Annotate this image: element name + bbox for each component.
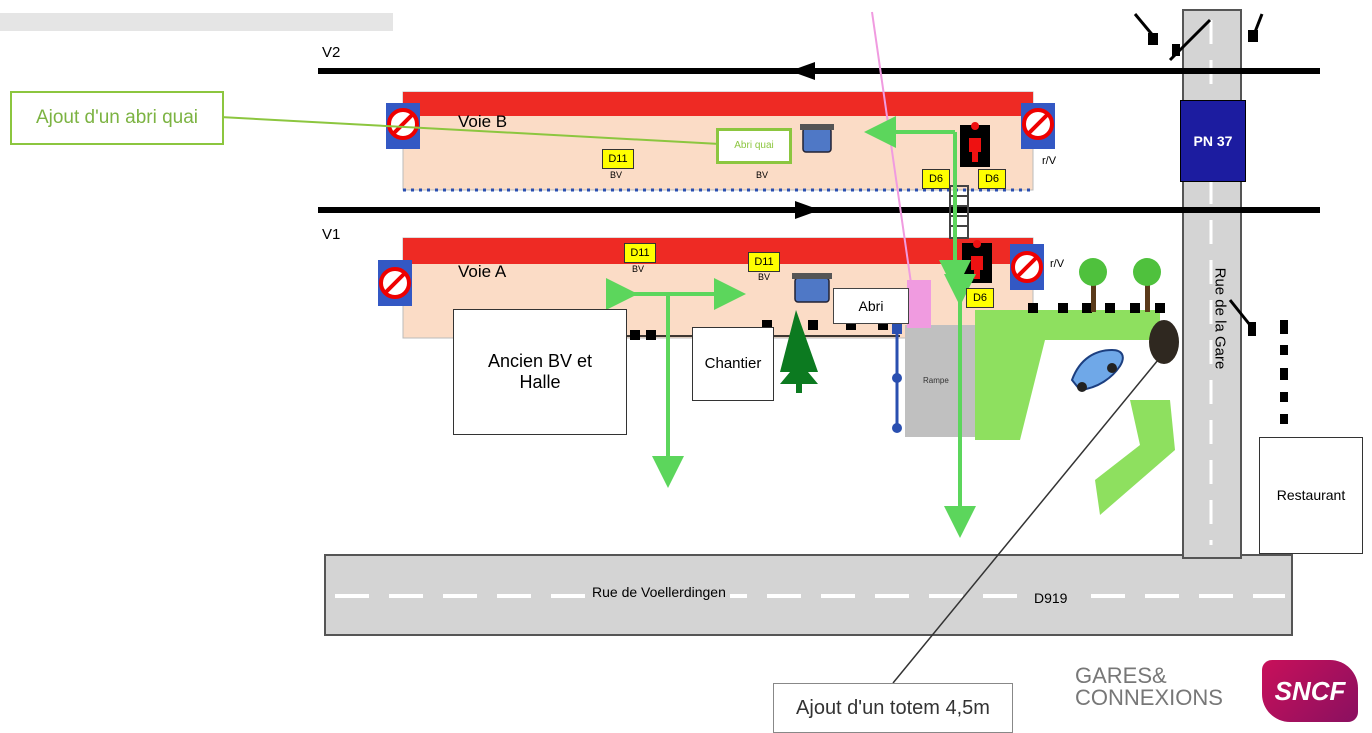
gares-logo-line2: CONNEXIONS <box>1075 685 1223 710</box>
tree-icon-2 <box>1079 258 1107 312</box>
ancien-bv-box: Ancien BV et Halle <box>453 309 627 435</box>
label-voie-a: Voie A <box>458 262 507 281</box>
chantier-box: Chantier <box>692 327 774 401</box>
sncf-logo-text: SNCF <box>1274 675 1346 706</box>
label-rv-a: r/V <box>1050 258 1065 270</box>
barrier-top <box>1133 13 1264 62</box>
kiosk-b <box>800 124 834 153</box>
sign-bv-b1: BV <box>610 170 623 180</box>
label-d919: D919 <box>1030 590 1072 606</box>
sign-bv-a2: BV <box>758 272 771 282</box>
pn-37-box: PN 37 <box>1180 100 1246 182</box>
sign-d6-a: D6 <box>966 288 994 308</box>
gares-logo-line1: GARES& <box>1075 663 1167 688</box>
pink-block <box>907 280 931 328</box>
sign-d11-a1: D11 <box>624 243 656 263</box>
sign-d11-a2: D11 <box>748 252 780 272</box>
sign-d11-b: D11 <box>602 149 634 169</box>
sncf-logo: SNCF <box>1262 660 1358 722</box>
label-rv-b: r/V <box>1042 155 1057 167</box>
kiosk-a <box>792 273 832 303</box>
ancien-bv-line2: Halle <box>519 372 561 392</box>
no-entry-sign-a-right <box>1010 244 1044 290</box>
label-rue-voellerdingen: Rue de Voellerdingen <box>588 584 730 600</box>
track-v2 <box>318 62 1320 80</box>
green-shape <box>1095 400 1175 515</box>
abri-quai-leader <box>219 116 721 145</box>
tree-icon <box>780 310 818 393</box>
no-entry-sign-a-left <box>378 260 412 306</box>
sign-d6-b2: D6 <box>978 169 1006 189</box>
abri-quai-box: Abri quai <box>716 128 792 164</box>
pedestrian-signal-a <box>962 240 992 283</box>
abri-box: Abri <box>833 288 909 324</box>
ancien-bv-line1: Ancien BV et <box>487 351 593 371</box>
sign-bv-a1: BV <box>632 264 645 274</box>
barrier-right <box>1228 299 1288 424</box>
callout-totem: Ajout d'un totem 4,5m <box>773 683 1013 733</box>
label-v2: V2 <box>322 44 341 61</box>
tree-icon-3 <box>1133 258 1161 312</box>
label-v1: V1 <box>322 226 341 243</box>
restaurant-box: Restaurant <box>1259 437 1363 554</box>
label-voie-b: Voie B <box>458 112 508 131</box>
label-rue-de-la-gare: Rue de la Gare <box>1211 267 1229 370</box>
car-icon <box>1070 348 1124 392</box>
fence-a <box>630 303 1165 340</box>
gares-connexions-logo: GARES& CONNEXIONS <box>1075 665 1223 709</box>
sign-bv-b2: BV <box>756 170 769 180</box>
green-arrows <box>606 116 976 538</box>
callout-abri-quai: Ajout d'un abri quai <box>10 91 224 145</box>
totem-leader <box>892 359 1159 684</box>
green-area <box>975 310 1160 440</box>
totem-marker <box>1149 320 1179 364</box>
label-rampe: Rampe <box>923 376 949 385</box>
top-gray-bar <box>0 13 393 31</box>
pink-line <box>871 11 913 291</box>
track-v1 <box>318 201 1320 219</box>
no-entry-sign-b-right <box>1021 103 1055 149</box>
pedestrian-signal-b <box>960 122 990 167</box>
sign-d6-b1: D6 <box>922 169 950 189</box>
bollards <box>892 320 902 433</box>
rue-voellerdingen-road <box>324 554 1293 636</box>
